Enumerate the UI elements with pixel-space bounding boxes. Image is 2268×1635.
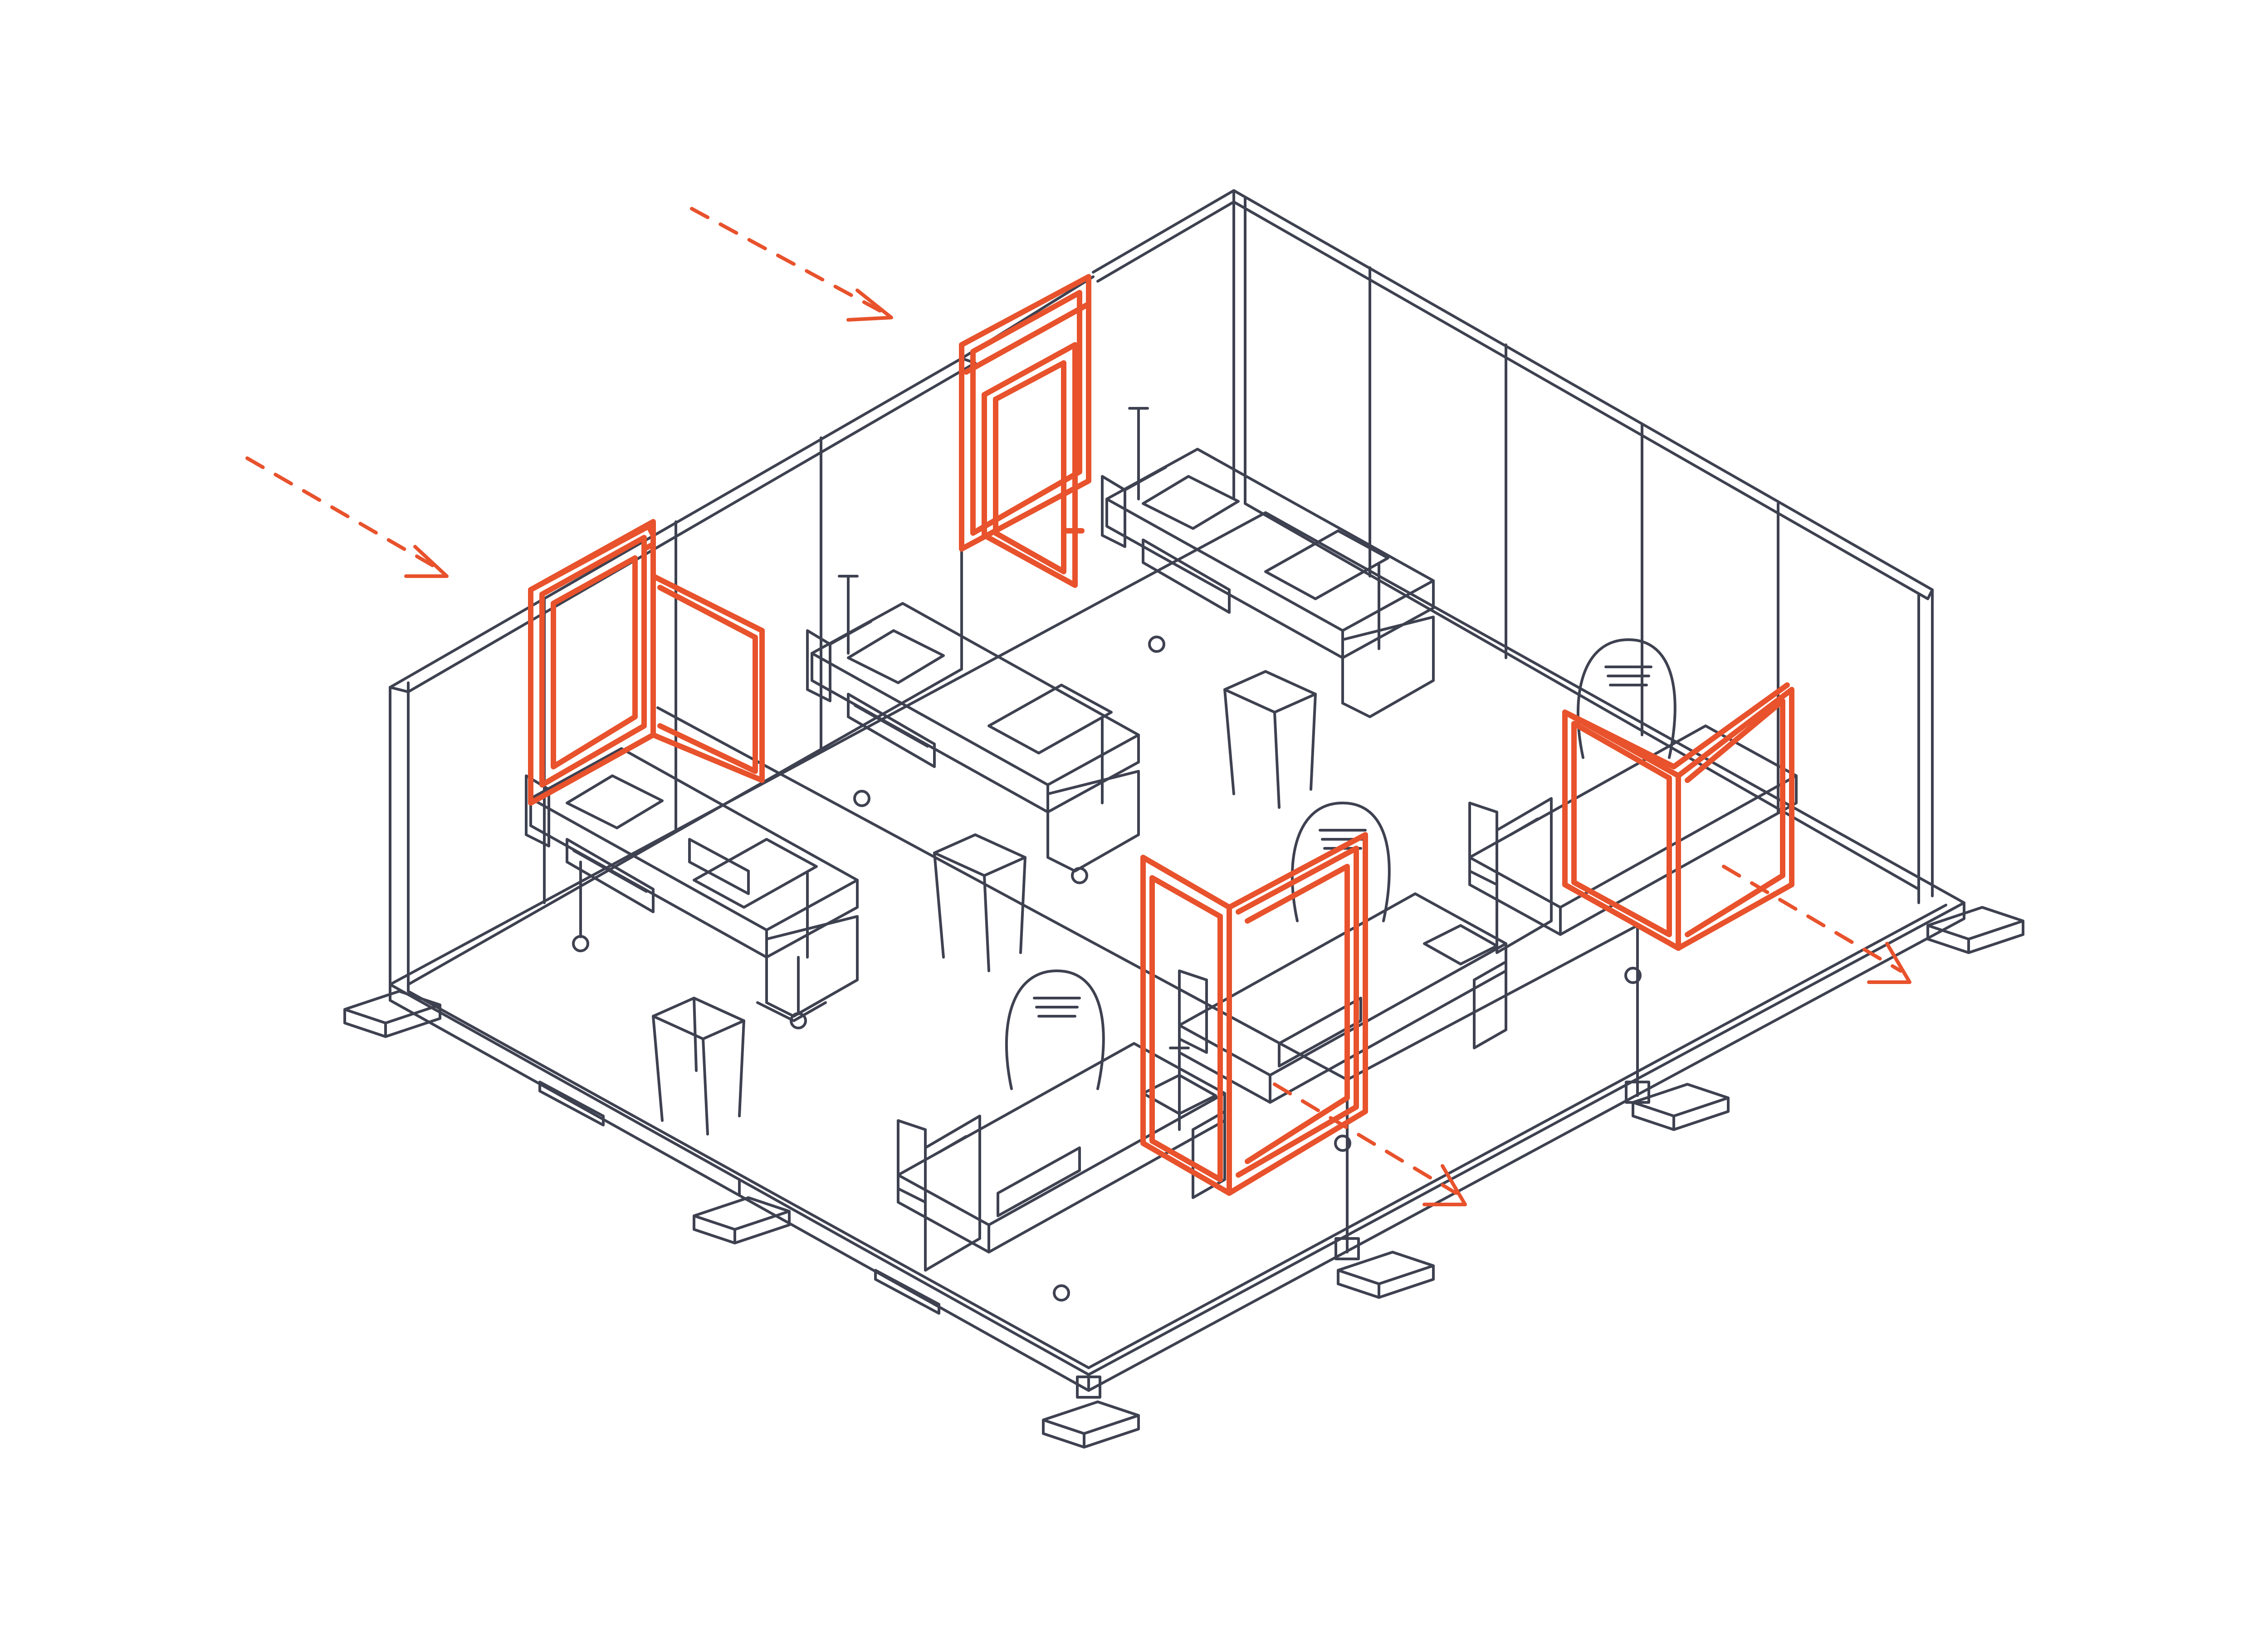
- bed-5: [1178, 892, 1507, 1152]
- bed-headboard: [1178, 969, 1208, 1054]
- bed-frame: [579, 861, 827, 1022]
- bed-pillow: [1142, 1074, 1217, 1115]
- back-wall-left: [389, 681, 410, 993]
- chair: [1223, 670, 1317, 809]
- floor-edge-inner: [407, 904, 1947, 1369]
- overbed-table: [1264, 529, 1389, 650]
- chair-backrest: [1005, 969, 1105, 1090]
- back-wall-right-base: [1244, 502, 1920, 891]
- window-open-2: [959, 274, 1091, 588]
- bed-wheel: [1053, 1284, 1070, 1302]
- joint-plate: [1625, 1081, 1650, 1104]
- bed-footboard: [1473, 960, 1507, 1049]
- floor-slot: [538, 1081, 605, 1126]
- module-joint: [738, 1078, 1639, 1392]
- bed-wheel: [1624, 967, 1642, 984]
- bed-wheel: [1334, 1135, 1351, 1152]
- floor-partition-line: [656, 706, 1349, 1238]
- window-open-1: [528, 519, 765, 806]
- bed-footboard: [1341, 616, 1435, 718]
- bed-wheel: [1148, 636, 1165, 653]
- support-block: [1042, 1400, 1140, 1449]
- bed-2: [806, 575, 1140, 884]
- iv-pole: [838, 575, 859, 655]
- bed-side-rail: [566, 838, 655, 913]
- bed-3: [1101, 407, 1435, 718]
- back-wall-right-corner: [1232, 189, 1246, 505]
- bed-side-rail: [1278, 997, 1362, 1067]
- bed-footboard: [1046, 770, 1140, 872]
- bed-headboard: [806, 620, 872, 702]
- chair: [652, 997, 745, 1136]
- back-wall-right-end: [1917, 588, 1934, 904]
- window-open-4: [1562, 682, 1794, 951]
- floor-platform: [343, 511, 2024, 1449]
- bed-wheel: [1071, 867, 1088, 884]
- airflow-arrow-outlet-upper: [1722, 865, 1911, 984]
- floor-slot: [874, 1269, 940, 1315]
- floor-top: [389, 511, 1965, 1376]
- chair: [933, 833, 1026, 972]
- support-block: [693, 1196, 791, 1244]
- bed-pillow: [847, 629, 945, 684]
- bed-pillow: [1142, 475, 1240, 530]
- airflow-arrow-inlet-upper: [690, 207, 893, 322]
- overbed-table: [987, 684, 1113, 804]
- bed-side-rail: [847, 693, 936, 768]
- airflow-arrow-outlet-lower: [1273, 1082, 1467, 1206]
- support-block: [1632, 1083, 1730, 1131]
- bed-4: [897, 1042, 1226, 1302]
- floor-edge-right: [1087, 901, 1965, 1392]
- airflow-arrow-inlet-lower: [245, 456, 449, 578]
- support-block: [343, 990, 441, 1038]
- overbed-table: [693, 838, 818, 959]
- bed-footboard: [765, 915, 859, 1018]
- bed-side-rail: [1142, 538, 1231, 614]
- chair-backrest: [1290, 802, 1391, 922]
- back-wall-left-base: [407, 668, 963, 986]
- iv-pole: [1169, 1047, 1190, 1131]
- bed-headboard: [1101, 466, 1167, 548]
- window-open-3: [1140, 832, 1368, 1196]
- iv-pole: [1128, 407, 1149, 500]
- bed-pillow: [566, 774, 664, 829]
- window-hinge-icon: [641, 542, 656, 565]
- back-wall-left-top: [389, 357, 977, 693]
- bedside-cabinet: [924, 1115, 981, 1272]
- bed-6: [1468, 724, 1798, 984]
- bedside-cabinet: [1496, 797, 1553, 954]
- joint-plate: [1076, 1376, 1101, 1399]
- support-block: [1337, 1251, 1435, 1299]
- bed-wheel: [572, 935, 589, 952]
- joint-plate: [1334, 1237, 1360, 1260]
- chair-backrest: [1576, 638, 1677, 759]
- back-wall-right-top: [1092, 189, 1934, 600]
- bed-side-rail: [997, 1146, 1081, 1217]
- bed-wheel: [853, 790, 870, 807]
